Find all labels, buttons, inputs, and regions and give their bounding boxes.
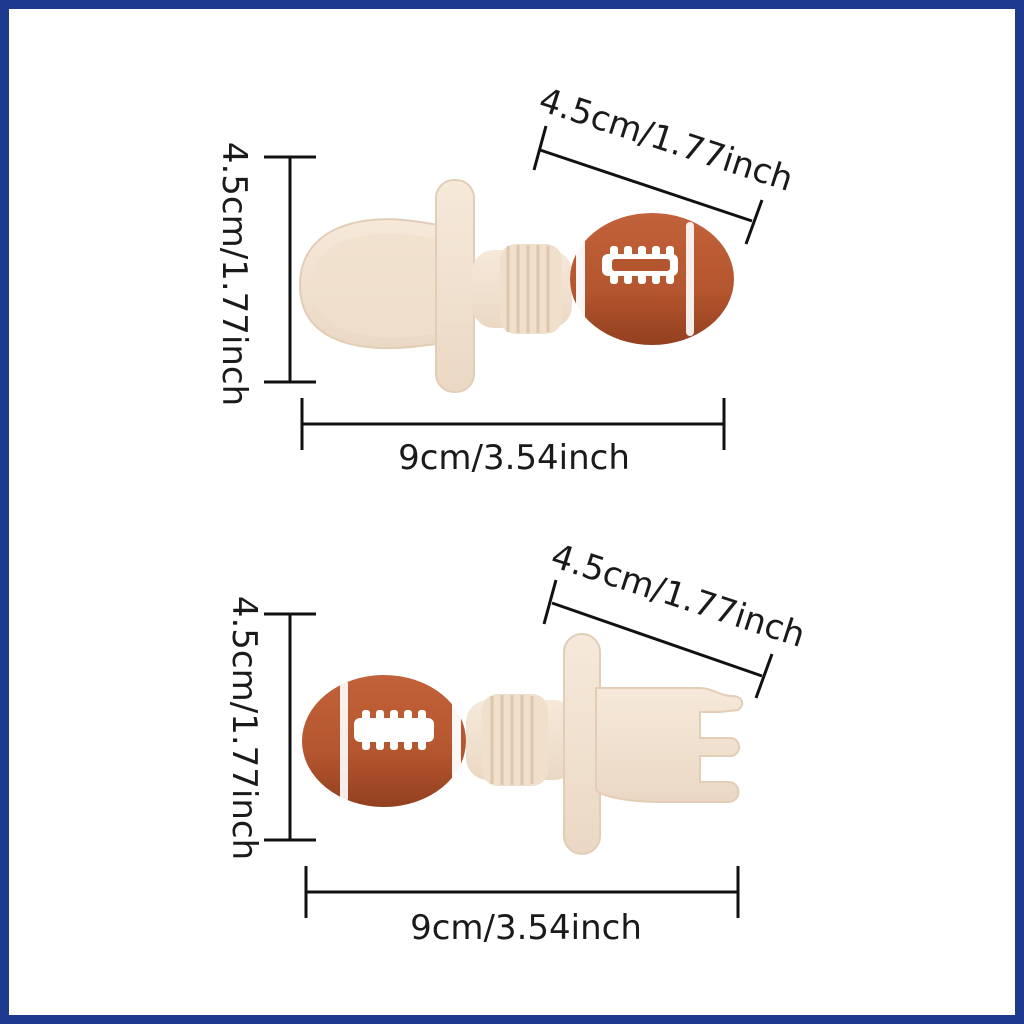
fork-height-dimension [264, 612, 316, 842]
spoon-height-dimension [264, 155, 316, 384]
football-handle [570, 213, 734, 345]
fork-guard [563, 633, 601, 855]
fork-width-dimension [542, 579, 774, 699]
spoon-guard [435, 179, 475, 393]
fork [302, 633, 744, 855]
spoon [298, 179, 734, 393]
spoon-width-dimension [532, 125, 764, 245]
fork-neck [466, 694, 576, 786]
fork-tines [595, 687, 744, 803]
spoon-height-label: 4.5cm/1.77inch [214, 141, 254, 407]
spoon-neck [472, 244, 572, 334]
football-handle [302, 675, 466, 807]
fork-height-label: 4.5cm/1.77inch [224, 595, 264, 861]
fork-length-label: 9cm/3.54inch [410, 908, 642, 948]
spoon-length-label: 9cm/3.54inch [398, 438, 630, 478]
fork-length-dimension [304, 866, 740, 918]
spoon-length-dimension [300, 398, 726, 450]
